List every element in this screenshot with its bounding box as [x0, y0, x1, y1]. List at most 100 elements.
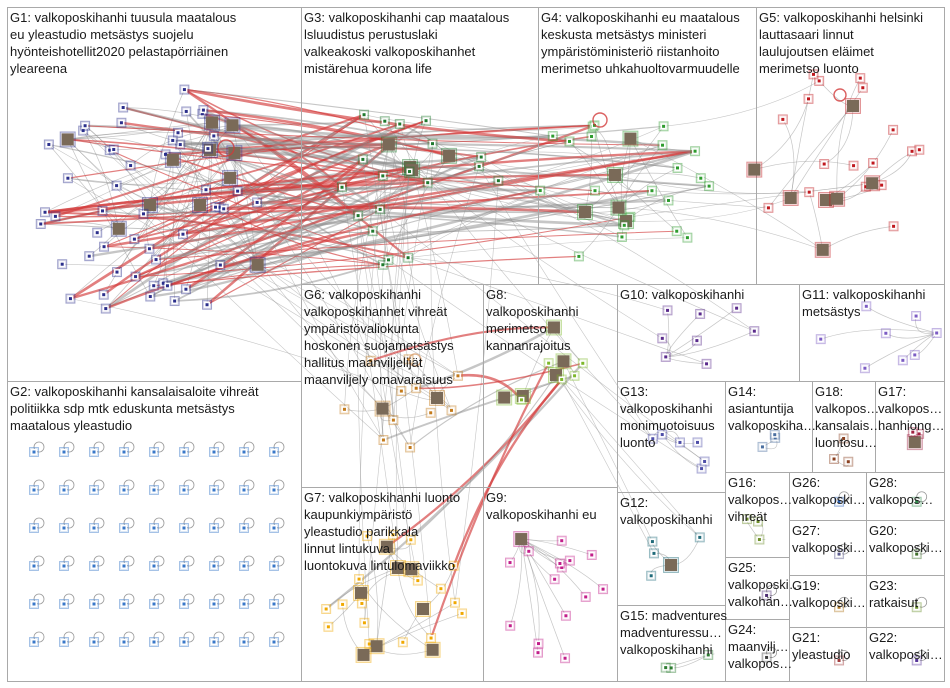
node-g1[interactable]	[57, 259, 68, 270]
node-g1[interactable]	[98, 289, 109, 300]
node-g6[interactable]	[339, 404, 350, 415]
node-g5[interactable]	[857, 82, 868, 93]
node-g1[interactable]	[202, 299, 213, 310]
node-g2[interactable]	[149, 555, 165, 571]
node-g1[interactable]	[65, 293, 76, 304]
node-g1[interactable]	[175, 139, 186, 150]
node-g4[interactable]	[616, 231, 627, 242]
node-g7[interactable]	[388, 529, 399, 540]
node-g1[interactable]	[215, 260, 226, 271]
node-g2[interactable]	[239, 479, 255, 495]
node-g5[interactable]	[855, 73, 866, 84]
node-g15[interactable]	[703, 649, 714, 660]
node-g5[interactable]	[864, 175, 881, 192]
node-g4[interactable]	[577, 204, 593, 220]
node-g5[interactable]	[914, 144, 925, 155]
node-g4[interactable]	[586, 131, 597, 142]
node-g9[interactable]	[532, 647, 543, 658]
node-g1[interactable]	[208, 130, 219, 141]
node-g8[interactable]	[545, 319, 562, 336]
node-g1[interactable]	[151, 254, 162, 265]
node-g1[interactable]	[177, 229, 188, 240]
node-g4[interactable]	[663, 195, 674, 206]
node-g2[interactable]	[29, 555, 45, 571]
node-g2[interactable]	[59, 517, 75, 533]
node-g13[interactable]	[657, 429, 668, 440]
node-g4[interactable]	[619, 220, 630, 231]
node-g1[interactable]	[144, 243, 155, 254]
node-g2[interactable]	[59, 441, 75, 457]
node-g7[interactable]	[354, 574, 365, 585]
node-g1[interactable]	[43, 139, 54, 150]
node-g5[interactable]	[814, 75, 825, 86]
node-g18[interactable]	[829, 454, 840, 465]
node-g2[interactable]	[119, 517, 135, 533]
node-g6[interactable]	[365, 355, 376, 366]
node-g9[interactable]	[554, 558, 565, 569]
node-g5[interactable]	[818, 192, 834, 208]
node-g14[interactable]	[769, 429, 780, 440]
node-g1[interactable]	[148, 280, 159, 291]
node-g5[interactable]	[763, 202, 774, 213]
node-g7[interactable]	[424, 641, 441, 658]
node-g1[interactable]	[164, 151, 181, 168]
node-g4[interactable]	[589, 185, 600, 196]
node-g3[interactable]	[379, 116, 390, 127]
node-g1[interactable]	[62, 173, 73, 184]
node-g8[interactable]	[555, 353, 572, 370]
node-g1[interactable]	[232, 186, 243, 197]
node-g1[interactable]	[167, 135, 178, 146]
node-g3[interactable]	[353, 210, 364, 221]
node-g2[interactable]	[59, 555, 75, 571]
node-g4[interactable]	[547, 131, 558, 142]
node-g1[interactable]	[108, 144, 119, 155]
node-g4[interactable]	[535, 185, 546, 196]
node-g27[interactable]	[834, 543, 850, 560]
node-g9[interactable]	[523, 546, 534, 557]
node-g3[interactable]	[375, 204, 386, 215]
node-g9[interactable]	[513, 531, 530, 548]
node-g1[interactable]	[192, 197, 208, 213]
node-g3[interactable]	[357, 154, 368, 165]
node-g5[interactable]	[808, 69, 819, 80]
node-g26[interactable]	[834, 491, 850, 507]
node-g1[interactable]	[181, 106, 192, 117]
node-g3[interactable]	[441, 147, 458, 164]
node-g2[interactable]	[149, 479, 165, 495]
node-g5[interactable]	[746, 161, 763, 178]
node-g7[interactable]	[435, 583, 446, 594]
node-g3[interactable]	[367, 226, 378, 237]
node-g5[interactable]	[814, 241, 831, 258]
node-g2[interactable]	[239, 631, 255, 647]
node-g2[interactable]	[269, 517, 285, 533]
node-g16[interactable]	[742, 514, 753, 525]
node-g6[interactable]	[452, 370, 463, 381]
node-g2[interactable]	[209, 593, 225, 609]
node-g9[interactable]	[505, 557, 516, 568]
node-g1[interactable]	[111, 267, 122, 278]
node-g2[interactable]	[179, 441, 195, 457]
node-g13[interactable]	[692, 437, 703, 448]
node-g1[interactable]	[59, 131, 76, 148]
node-g2[interactable]	[179, 631, 195, 647]
node-g5[interactable]	[888, 221, 899, 232]
node-g24[interactable]	[761, 647, 777, 663]
node-g25[interactable]	[761, 585, 777, 601]
node-g7[interactable]	[426, 633, 437, 644]
node-g4[interactable]	[682, 232, 693, 243]
node-g7[interactable]	[405, 534, 416, 545]
node-g1[interactable]	[222, 169, 239, 186]
node-g7[interactable]	[397, 637, 408, 648]
node-g1[interactable]	[249, 256, 266, 273]
node-g1[interactable]	[204, 114, 221, 131]
node-g7[interactable]	[412, 575, 423, 586]
node-g4[interactable]	[646, 185, 657, 196]
node-g22[interactable]	[911, 650, 928, 666]
node-g14[interactable]	[757, 441, 768, 452]
node-g1[interactable]	[116, 117, 127, 128]
node-g3[interactable]	[404, 166, 415, 177]
node-g3[interactable]	[474, 161, 485, 172]
node-g3[interactable]	[493, 175, 504, 186]
node-g1[interactable]	[252, 197, 263, 208]
node-g12[interactable]	[647, 536, 658, 547]
